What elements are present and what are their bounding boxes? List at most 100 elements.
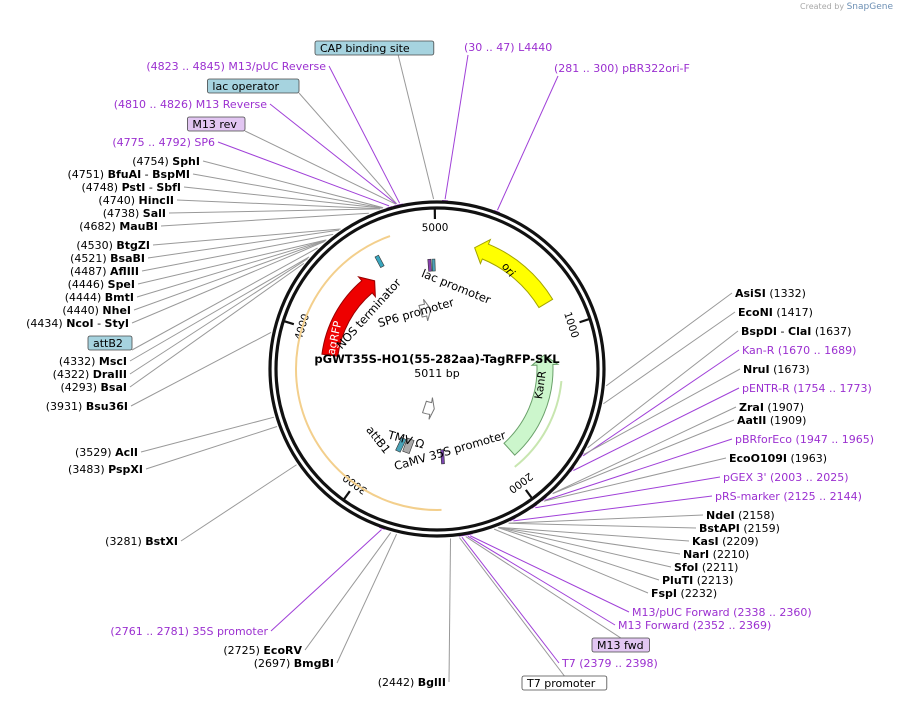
tick-label: 2000 xyxy=(506,470,535,496)
leader-line xyxy=(497,75,559,211)
callout-name: pGEX 3' xyxy=(723,471,767,484)
callout-nrui[interactable]: NruI (1673) xyxy=(743,363,810,376)
callout-t7-promoter[interactable]: T7 promoter xyxy=(521,675,608,691)
callout-draiii[interactable]: (4322) DraIII xyxy=(53,368,127,381)
callout-name: pBRforEco xyxy=(735,433,792,446)
callout-name: ZraI xyxy=(739,401,764,414)
callout-spei[interactable]: (4446) SpeI xyxy=(68,278,135,291)
leader-line xyxy=(469,535,630,613)
callout-bfuai[interactable]: (4751) BfuAI - BspMI xyxy=(67,168,190,181)
callout-pgex-3[interactable]: pGEX 3' (2003 .. 2025) xyxy=(723,471,849,484)
callout-hincii[interactable]: (4740) HincII xyxy=(98,194,174,207)
callout-lac-operator[interactable]: lac operator xyxy=(206,78,300,94)
tick-mark xyxy=(342,490,351,501)
callout-sali[interactable]: (4738) SalI xyxy=(103,207,166,220)
callout-position: (2761 .. 2781) xyxy=(110,625,189,638)
callout-name: 35S promoter xyxy=(192,625,268,638)
callout-ecorv[interactable]: (2725) EcoRV xyxy=(223,644,302,657)
callout-zrai[interactable]: ZraI (1907) xyxy=(739,401,804,414)
feature-lac-operator-block xyxy=(427,258,432,272)
callout-name: NheI xyxy=(102,304,131,317)
callout-attb2[interactable]: attB2 xyxy=(87,335,133,351)
callout-ncoi[interactable]: (4434) NcoI - StyI xyxy=(26,317,129,330)
callout-m13-puc-forward[interactable]: M13/pUC Forward (2338 .. 2360) xyxy=(632,606,812,619)
callout-name: AclI xyxy=(115,446,138,459)
callout-name: M13/pUC Forward xyxy=(632,606,730,619)
callout-bmti[interactable]: (4444) BmtI xyxy=(65,291,134,304)
callout-pluti[interactable]: PluTI (2213) xyxy=(662,574,733,587)
callout-name: BstAPI xyxy=(699,522,740,535)
callout-ndei[interactable]: NdeI (2158) xyxy=(706,509,775,522)
callout-name: M13/pUC Reverse xyxy=(228,60,326,73)
leader-line xyxy=(131,241,325,324)
callout-nari[interactable]: NarI (2210) xyxy=(683,548,749,561)
callout-name: MauBI xyxy=(119,220,158,233)
callout-aatii[interactable]: AatII (1909) xyxy=(737,414,806,427)
callout-kasi[interactable]: KasI (2209) xyxy=(692,535,759,548)
leader-lines xyxy=(129,54,741,683)
callout-fspi[interactable]: FspI (2232) xyxy=(651,587,717,600)
callout-lac-operator-box xyxy=(206,78,300,94)
callout-position: (4434) xyxy=(26,317,63,330)
leader-line xyxy=(270,529,382,632)
callout-sfoi[interactable]: SfoI (2211) xyxy=(674,561,738,574)
callout-bsabi[interactable]: (4521) BsaBI xyxy=(70,252,145,265)
callout-maubi[interactable]: (4682) MauBI xyxy=(79,220,158,233)
callout-name: SP6 xyxy=(194,136,215,149)
callout-name: SphI xyxy=(172,155,200,168)
callout-bsu36i[interactable]: (3931) Bsu36I xyxy=(46,400,128,413)
callout-name: M13 Reverse xyxy=(196,98,267,111)
callout-pbrforeco[interactable]: pBRforEco (1947 .. 1965) xyxy=(735,433,874,446)
leader-line xyxy=(129,262,305,388)
callout-psti[interactable]: (4748) PstI - SbfI xyxy=(81,181,181,194)
callout-asisi[interactable]: AsiSI (1332) xyxy=(735,287,806,300)
leader-line xyxy=(269,103,397,205)
callout-position: (3931) xyxy=(46,400,83,413)
callout-position: (2213) xyxy=(697,574,734,587)
callout-position: (4738) xyxy=(103,207,140,220)
callout-bspdi[interactable]: BspDI - ClaI (1637) xyxy=(741,325,851,338)
callout-btgzi[interactable]: (4530) BtgZI xyxy=(76,239,150,252)
callout-bmgbi[interactable]: (2697) BmgBI xyxy=(254,657,334,670)
callout-kan-r[interactable]: Kan-R (1670 .. 1689) xyxy=(742,344,856,357)
callout-sp6[interactable]: (4775 .. 4792) SP6 xyxy=(112,136,215,149)
plasmid-backbone xyxy=(268,200,606,538)
callout-m13-fwd[interactable]: M13 fwd xyxy=(591,637,650,653)
callout-prs-marker[interactable]: pRS-marker (2125 .. 2144) xyxy=(715,490,862,503)
callout-bstapi[interactable]: BstAPI (2159) xyxy=(699,522,780,535)
callout-econi[interactable]: EcoNI (1417) xyxy=(738,306,813,319)
callout-t7-promoter-box xyxy=(521,675,608,691)
callout-sphi[interactable]: (4754) SphI xyxy=(132,155,200,168)
leader-line xyxy=(459,537,565,677)
leader-line xyxy=(145,426,278,470)
callout-pbr322ori-f[interactable]: (281 .. 300) pBR322ori-F xyxy=(554,62,690,75)
callout-cap-binding-site-box xyxy=(314,40,435,56)
callout-name: MscI xyxy=(99,355,127,368)
callout-name: NarI xyxy=(683,548,709,561)
callout-bsai[interactable]: (4293) BsaI xyxy=(60,381,127,394)
callout-l4440[interactable]: (30 .. 47) L4440 xyxy=(464,41,552,54)
callout-pentr-r[interactable]: pENTR-R (1754 .. 1773) xyxy=(742,382,872,395)
leader-line xyxy=(129,256,310,362)
callout-m13-reverse[interactable]: (4810 .. 4826) M13 Reverse xyxy=(114,98,267,111)
callout-position: (2210) xyxy=(713,548,750,561)
callout-cap-binding-site[interactable]: CAP binding site xyxy=(314,40,435,56)
callout-bstxi[interactable]: (3281) BstXI xyxy=(105,535,178,548)
callout-bglii[interactable]: (2442) BglII xyxy=(378,676,446,689)
callout-m13-rev[interactable]: M13 rev xyxy=(186,116,246,132)
callout-name: Kan-R xyxy=(742,344,775,357)
callout-nhei[interactable]: (4440) NheI xyxy=(62,304,131,317)
callout-attb2-box xyxy=(87,335,133,351)
callout-pspxi[interactable]: (3483) PspXI xyxy=(68,463,143,476)
callout-ecoo109i[interactable]: EcoO109I (1963) xyxy=(729,452,827,465)
callout-position: (3529) xyxy=(75,446,112,459)
callout-t7[interactable]: T7 (2379 .. 2398) xyxy=(561,657,658,670)
callout-msci[interactable]: (4332) MscI xyxy=(59,355,127,368)
callout-acli[interactable]: (3529) AclI xyxy=(75,446,138,459)
callout-afliii[interactable]: (4487) AflIII xyxy=(70,265,139,278)
callout-35s-promoter[interactable]: (2761 .. 2781) 35S promoter xyxy=(110,625,268,638)
callout-m13-forward[interactable]: M13 Forward (2352 .. 2369) xyxy=(618,619,771,632)
callout-m13-puc-reverse[interactable]: (4823 .. 4845) M13/pUC Reverse xyxy=(146,60,326,73)
callout-position: (2697) xyxy=(254,657,291,670)
callout-cap-binding-site-text: CAP binding site xyxy=(320,42,410,55)
